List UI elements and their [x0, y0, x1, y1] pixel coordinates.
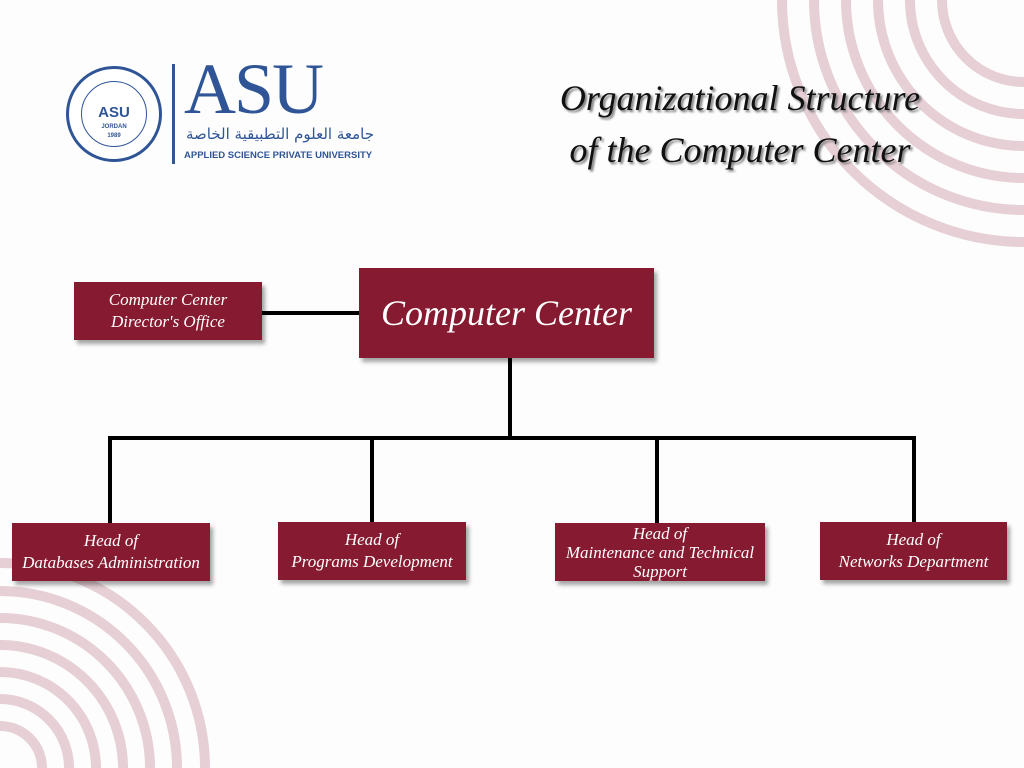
- connector-head-1: [108, 436, 112, 524]
- arc-top-right: [937, 0, 1024, 87]
- arc-top-right: [841, 0, 1024, 183]
- logo-arabic-name: جامعة العلوم التطبيقية الخاصة: [186, 125, 374, 143]
- arc-bottom-left: [0, 667, 101, 768]
- node-director-office: Computer Center Director's Office: [74, 282, 262, 340]
- connector-head-2: [370, 436, 374, 522]
- arc-top-right: [905, 0, 1024, 119]
- arc-bottom-left: [0, 640, 128, 768]
- asu-logo: ASU JORDAN 1989 ASU جامعة العلوم التطبيق…: [66, 53, 374, 166]
- arc-top-right: [809, 0, 1024, 215]
- logo-university-name: APPLIED SCIENCE PRIVATE UNIVERSITY: [184, 150, 373, 161]
- connector-head-4: [912, 436, 916, 524]
- node-head-databases: Head of Databases Administration: [12, 523, 210, 581]
- arc-top-right: [777, 0, 1024, 247]
- arc-bottom-left: [0, 586, 182, 768]
- root-node-computer-center: Computer Center: [359, 268, 654, 358]
- page-title: Organizational Structure of the Computer…: [559, 78, 921, 170]
- university-seal: ASU JORDAN 1989: [66, 66, 162, 162]
- connector-director: [262, 311, 360, 315]
- node-head-programs: Head of Programs Development: [278, 522, 466, 580]
- connector-horizontal: [108, 436, 916, 440]
- connector-head-3: [655, 436, 659, 524]
- node-head-maintenance: Head of Maintenance and Technical Suppor…: [555, 523, 765, 581]
- arc-bottom-left: [0, 721, 47, 768]
- connector-root-down: [508, 358, 512, 440]
- arc-top-right: [873, 0, 1024, 151]
- logo-divider: [172, 64, 175, 164]
- arc-bottom-left: [0, 694, 74, 768]
- arc-bottom-left: [0, 613, 155, 768]
- logo-wordmark: ASU: [184, 49, 324, 129]
- node-head-networks: Head of Networks Department: [820, 522, 1007, 580]
